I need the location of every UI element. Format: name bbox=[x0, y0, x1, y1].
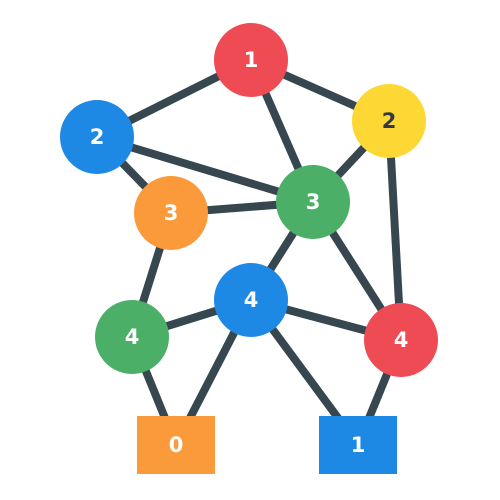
node-right-lower-label: 4 bbox=[394, 328, 409, 352]
node-bottom-left-shape bbox=[137, 416, 215, 474]
node-bottom-right-label: 1 bbox=[351, 433, 366, 457]
node-right-upper: 2 bbox=[352, 84, 426, 158]
node-left-lower: 4 bbox=[95, 300, 169, 374]
node-center-left-shape bbox=[134, 176, 208, 250]
node-left-upper-label: 2 bbox=[90, 125, 105, 149]
node-bottom-left-label: 0 bbox=[169, 433, 184, 457]
node-left-lower-label: 4 bbox=[125, 325, 140, 349]
node-top-label: 1 bbox=[244, 48, 259, 72]
node-right-upper-label: 2 bbox=[382, 109, 397, 133]
node-right-upper-shape bbox=[352, 84, 426, 158]
node-center-label: 3 bbox=[306, 190, 321, 214]
node-center-left-label: 3 bbox=[164, 201, 179, 225]
node-center-left: 3 bbox=[134, 176, 208, 250]
node-bottom-left: 0 bbox=[137, 416, 215, 474]
node-center-shape bbox=[276, 165, 350, 239]
edge-left-upper-center bbox=[93, 133, 317, 206]
node-top-shape bbox=[214, 23, 288, 97]
node-middle-lower: 4 bbox=[214, 263, 288, 337]
node-top: 1 bbox=[214, 23, 288, 97]
node-left-upper-shape bbox=[60, 100, 134, 174]
nodes-layer: 1 2 2 3 3 4 4 4 0 1 bbox=[60, 23, 438, 474]
node-center: 3 bbox=[276, 165, 350, 239]
node-right-lower-shape bbox=[364, 303, 438, 377]
node-left-lower-shape bbox=[95, 300, 169, 374]
node-middle-lower-shape bbox=[214, 263, 288, 337]
node-right-lower: 4 bbox=[364, 303, 438, 377]
node-bottom-right-shape bbox=[319, 416, 397, 474]
node-middle-lower-label: 4 bbox=[244, 288, 259, 312]
node-bottom-right: 1 bbox=[319, 416, 397, 474]
node-left-upper: 2 bbox=[60, 100, 134, 174]
